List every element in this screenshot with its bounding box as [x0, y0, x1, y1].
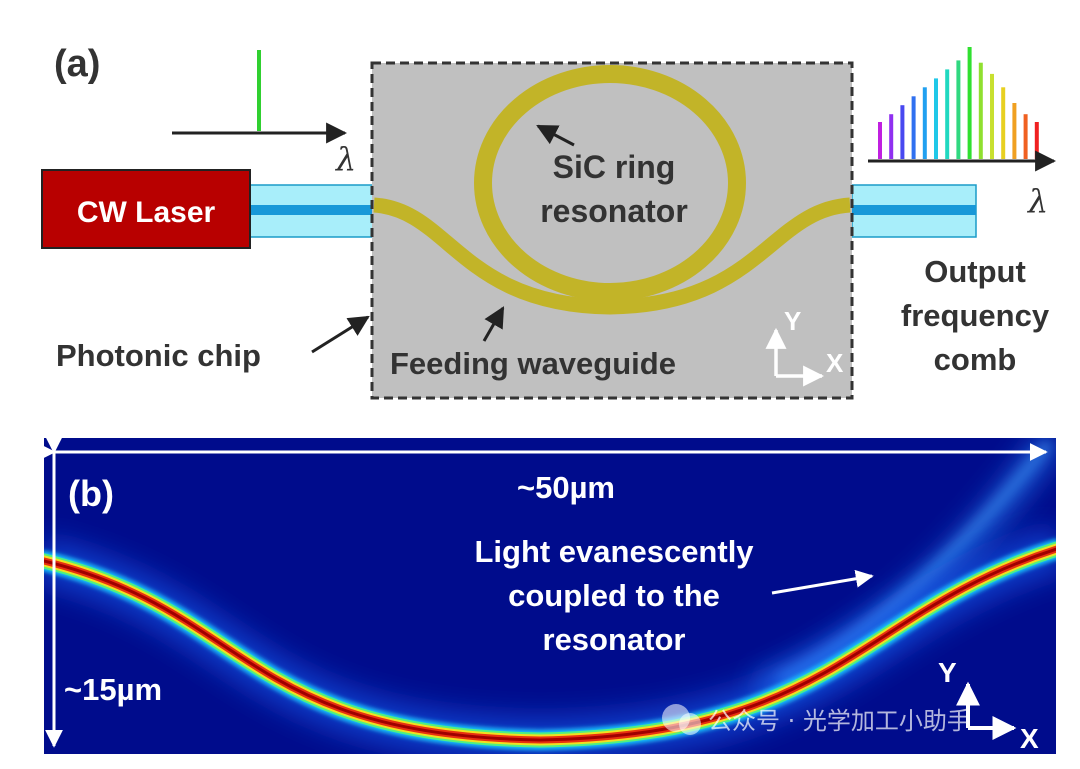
- output-comb: [878, 47, 1039, 160]
- annotation-pointer-arrow: [771, 569, 874, 595]
- cw-laser-label: CW Laser: [77, 196, 216, 229]
- comb-line: [978, 62, 983, 160]
- output-label-line2: frequency: [901, 298, 1050, 333]
- ring-pointer-arrow: [536, 124, 575, 147]
- comb-line: [967, 47, 972, 159]
- chip-pointer-arrow: [311, 315, 370, 354]
- feeding-waveguide: [373, 197, 851, 315]
- comb-line: [1012, 103, 1017, 159]
- waveguide-label: Feeding waveguide: [390, 346, 676, 381]
- mode-core: [44, 547, 1056, 742]
- comb-line: [956, 60, 961, 159]
- output-lambda-symbol: λ: [1026, 182, 1048, 220]
- ring-label-line1: SiC ring: [553, 149, 676, 185]
- wechat-icon-bubble: [679, 713, 701, 735]
- comb-line: [878, 122, 882, 159]
- waveguide-pointer-arrow: [482, 306, 505, 342]
- annotation-line3: resonator: [543, 622, 686, 657]
- simulation-field: [44, 438, 1056, 754]
- comb-line: [900, 105, 905, 159]
- output-fiber-core: [852, 205, 976, 215]
- comb-line: [889, 114, 894, 159]
- output-label-line3: comb: [934, 342, 1017, 377]
- axis-a-x-label: X: [826, 348, 844, 378]
- comb-line: [934, 78, 938, 159]
- annotation-line2: coupled to the: [508, 578, 720, 613]
- axis-b-y-label: Y: [938, 657, 957, 688]
- width-label: ~50µm: [517, 470, 615, 505]
- comb-line: [1034, 122, 1039, 159]
- annotation-line1: Light evanescently: [474, 534, 754, 569]
- panel-a-label: (a): [54, 43, 100, 85]
- output-label-line1: Output: [924, 254, 1026, 289]
- simulation-panel: [44, 438, 1056, 754]
- comb-line: [1001, 87, 1006, 159]
- axis-b-x-label: X: [1020, 723, 1039, 754]
- chip-label: Photonic chip: [56, 338, 261, 373]
- watermark-text: 公众号 · 光学加工小助手: [708, 707, 971, 735]
- comb-line: [922, 87, 927, 159]
- comb-line: [990, 73, 994, 159]
- ring-label-line2: resonator: [540, 193, 688, 229]
- cw-laser-box: [41, 169, 251, 249]
- input-fiber-core: [250, 205, 374, 215]
- watermark: 公众号 · 光学加工小助手: [662, 704, 971, 735]
- comb-line: [945, 69, 950, 159]
- panel-b-label: (b): [68, 473, 114, 514]
- axis-a-y-label: Y: [784, 306, 801, 336]
- comb-line: [1023, 114, 1028, 159]
- sic-ring: [474, 65, 746, 301]
- height-label: ~15µm: [64, 672, 162, 707]
- input-lambda-symbol: λ: [334, 140, 356, 178]
- comb-line: [911, 96, 916, 159]
